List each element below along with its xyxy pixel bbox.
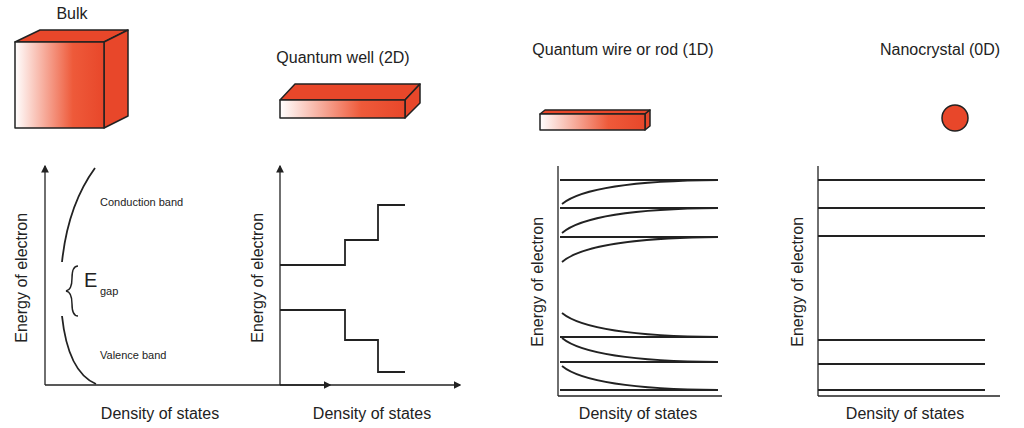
shapes — [15, 30, 968, 131]
panel-title: Quantum well (2D) — [276, 49, 409, 67]
band-label: Valence band — [100, 349, 166, 361]
axis-label: Energy of electron — [789, 217, 807, 347]
axis-label: Energy of electron — [13, 213, 31, 343]
axis-label: Density of states — [101, 405, 219, 423]
gap-subscript: gap — [100, 285, 118, 297]
gap-symbol: E — [84, 269, 97, 291]
panel-title: Nanocrystal (0D) — [880, 41, 1000, 59]
panel-title: Bulk — [56, 5, 87, 23]
axes — [45, 166, 1000, 396]
axis-label: Density of states — [579, 405, 697, 423]
axis-label: Energy of electron — [249, 213, 267, 343]
density-curves — [62, 168, 985, 390]
axis-label: Energy of electron — [529, 217, 547, 347]
panel-title: Quantum wire or rod (1D) — [532, 41, 713, 59]
axis-label: Density of states — [846, 405, 964, 423]
band-label: Conduction band — [100, 196, 183, 208]
axis-label: Density of states — [313, 405, 431, 423]
